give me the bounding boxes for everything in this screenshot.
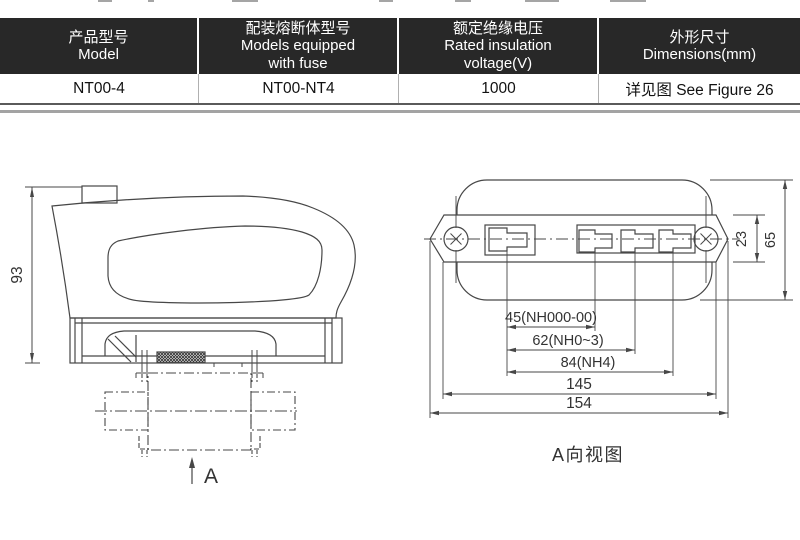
cropped-text-artifact (148, 0, 154, 2)
hatched-block (156, 351, 206, 364)
cropped-text-artifact (610, 0, 646, 2)
header-dimensions: 外形尺寸 Dimensions(mm) (599, 18, 800, 74)
contact-block (576, 224, 696, 254)
header-fuse-cn: 配装熔断体型号 (245, 19, 351, 37)
cropped-text-artifact (379, 0, 393, 2)
header-voltage-en1: Rated insulation (444, 37, 552, 55)
fuse-dashed-outline (95, 372, 297, 457)
cropped-text-artifact (98, 0, 112, 2)
extension-lines (429, 241, 729, 418)
dim-arrow (30, 187, 34, 197)
header-dimensions-cn: 外形尺寸 (669, 28, 730, 46)
dim-23-label: 23 (734, 231, 750, 247)
base-outline (69, 317, 343, 364)
header-voltage-en2: voltage(V) (463, 54, 533, 72)
spec-table-header: 产品型号 Model 配装熔断体型号 Models equipped with … (0, 18, 800, 74)
cropped-text-artifact (525, 0, 559, 2)
table-bottom-rule-2 (0, 110, 800, 113)
view-a-label: A (204, 465, 218, 488)
header-voltage-cn: 额定绝缘电压 (452, 19, 543, 37)
dim-145-label: 145 (566, 376, 592, 393)
spec-table-values: NT00-4 NT00-NT4 1000 详见图 See Figure 26 (0, 74, 800, 103)
base-hump (104, 330, 277, 356)
cropped-text-artifact (232, 0, 258, 2)
dim-65-label: 65 (763, 232, 779, 248)
header-model-en: Model (78, 46, 119, 63)
dim-arrow (30, 353, 34, 363)
header-fuse-models: 配装熔断体型号 Models equipped with fuse (199, 18, 399, 74)
spec-table: 产品型号 Model 配装熔断体型号 Models equipped with … (0, 18, 800, 103)
dim-arrows (430, 180, 788, 416)
header-dimensions-en: Dimensions(mm) (642, 46, 757, 63)
value-dimensions: 详见图 See Figure 26 (625, 81, 774, 99)
contact-1 (484, 224, 536, 256)
header-model-cn: 产品型号 (68, 28, 129, 46)
dim-45-label: 45(NH000-00) (505, 310, 597, 326)
dimension-lines (430, 326, 728, 414)
a-view-title: A向视图 (552, 445, 624, 465)
a-view-drawing (424, 179, 793, 418)
cropped-text-artifact (455, 0, 471, 2)
body-outline (51, 195, 356, 319)
value-model: NT00-4 (0, 74, 199, 103)
contact-3 (620, 229, 654, 253)
header-fuse-en1: Models equipped (240, 37, 356, 55)
table-bottom-rule (0, 103, 800, 105)
mounting-pin-right (251, 350, 264, 378)
contact-4 (658, 229, 692, 253)
dim-93-label: 93 (9, 266, 26, 283)
dim-154-label: 154 (566, 395, 592, 412)
value-fuse-models: NT00-NT4 (199, 74, 399, 103)
contact-2 (578, 229, 613, 253)
view-direction-arrow (189, 457, 195, 468)
value-voltage: 1000 (399, 74, 599, 103)
side-view-drawing (25, 185, 356, 484)
header-voltage: 额定绝缘电压 Rated insulation voltage(V) (399, 18, 599, 74)
body-inner-contour (107, 225, 323, 304)
mounting-pin-left (135, 350, 148, 378)
dim-62-label: 62(NH0~3) (532, 333, 603, 349)
header-model: 产品型号 Model (0, 18, 199, 74)
header-fuse-en2: with fuse (268, 54, 328, 72)
dim-84-label: 84(NH4) (561, 355, 616, 371)
terminal-tab (81, 185, 118, 204)
